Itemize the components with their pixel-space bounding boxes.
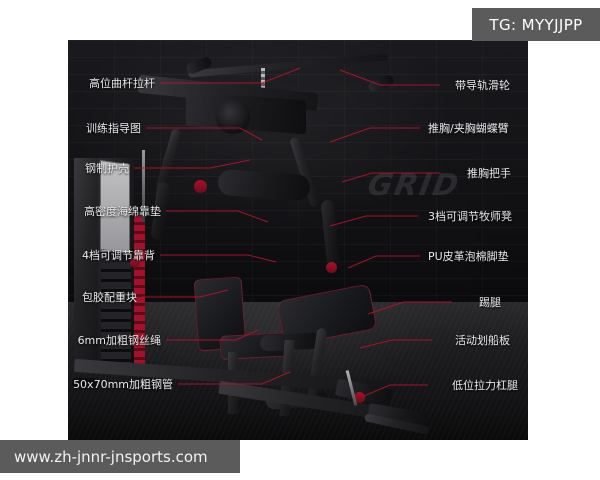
callout-left-5: 4档可调节靠背 [82, 249, 155, 262]
weight-stack [101, 262, 131, 366]
callout-left-6: 包胶配重块 [82, 291, 137, 304]
callout-right-8: 低位拉力杠腿 [452, 379, 518, 392]
steel-cable [142, 150, 145, 222]
callout-left-3: 钢制护壳 [85, 162, 129, 175]
callout-right-7: 活动划船板 [455, 334, 510, 347]
tg-watermark-badge: TG: MYYJJPP [472, 8, 600, 41]
product-photo: GRID [68, 40, 528, 440]
weight-selector-rod [134, 216, 145, 368]
low-pulley-knob [354, 392, 365, 403]
callout-left-8: 50x70mm加粗钢管 [73, 378, 173, 391]
callout-left-7: 6mm加粗钢丝绳 [77, 334, 161, 347]
website-url-banner: www.zh-jnnr-jnsports.com [0, 440, 240, 473]
callout-right-5: PU皮革泡棉脚垫 [428, 250, 509, 263]
callout-left-4: 高密度海绵靠垫 [84, 205, 161, 218]
press-handle-endcap [326, 262, 337, 273]
callout-left-2: 训练指导图 [86, 122, 141, 135]
callout-left-1: 高位曲杆拉杆 [89, 77, 155, 90]
callout-right-3: 推胸把手 [467, 167, 511, 180]
callout-right-4: 3档可调节牧师凳 [428, 210, 512, 223]
main-upright-column [74, 158, 98, 370]
callout-right-2: 推胸/夹胸蝴蝶臂 [428, 122, 509, 135]
website-url-text: www.zh-jnnr-jnsports.com [14, 447, 208, 466]
pulley-housing [216, 100, 250, 134]
tg-watermark-text: TG: MYYJJPP [489, 15, 583, 34]
callout-right-1: 带导轨滑轮 [455, 79, 510, 92]
pec-fly-adjust-knob [194, 180, 207, 193]
weight-pin [130, 258, 140, 268]
pu-leather-foot-pad-left [72, 378, 98, 387]
callout-right-6: 踢腿 [479, 296, 501, 309]
